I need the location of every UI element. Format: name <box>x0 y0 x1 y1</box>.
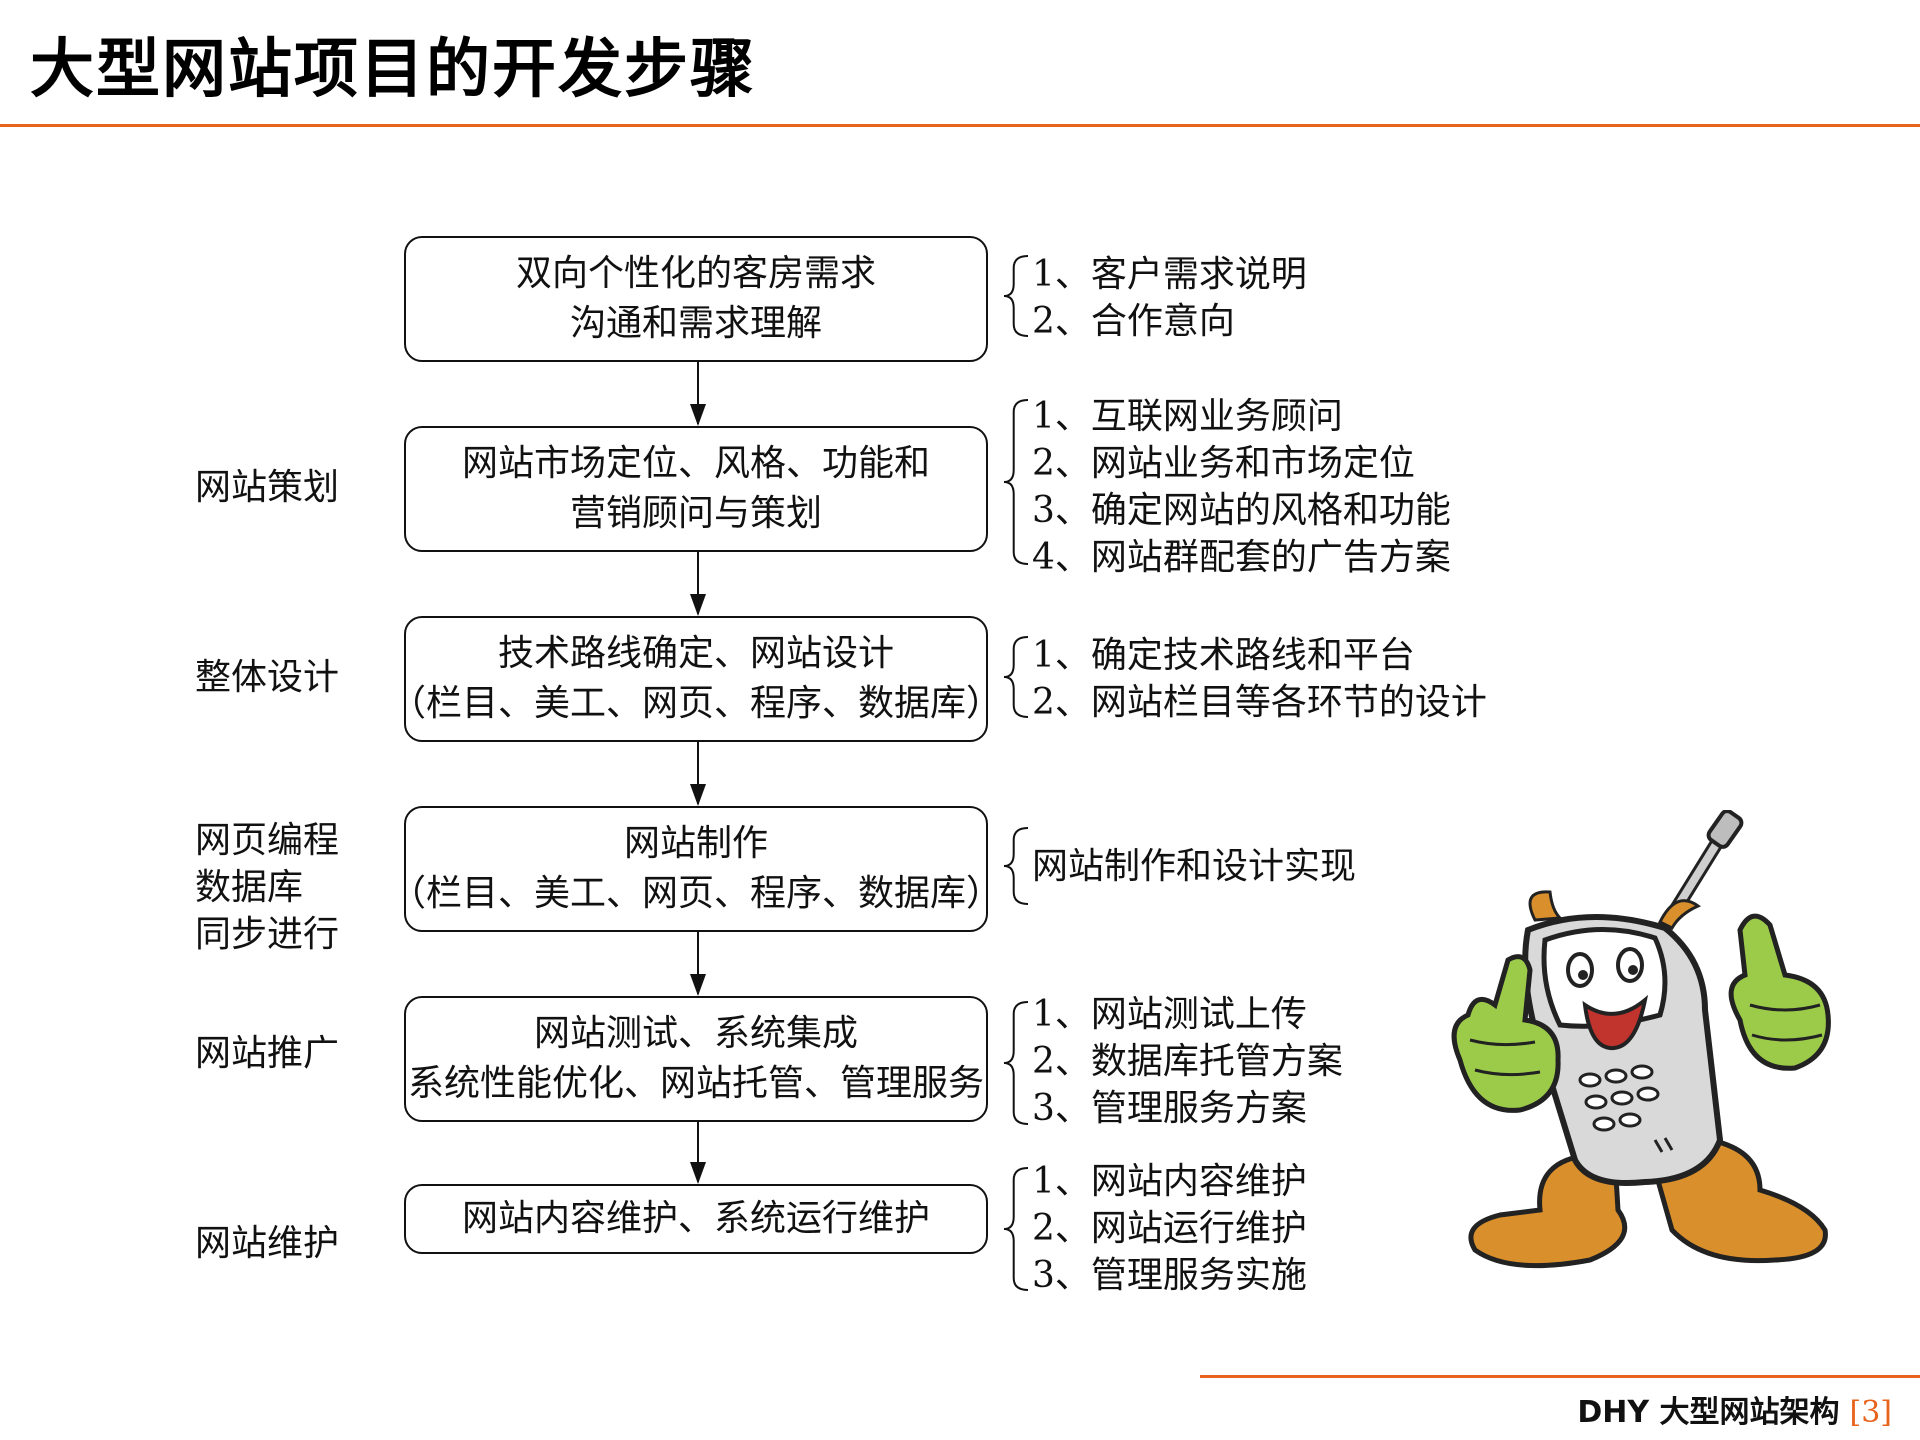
stage-label-planning: 网站策划 <box>195 467 340 508</box>
brace-icon <box>1002 254 1028 338</box>
flow-step-planning: 网站市场定位、风格、功能和 营销顾问与策划 <box>404 426 988 552</box>
detail-item: 2、合作意向 <box>1032 301 1235 342</box>
flow-step-line: 网站内容维护、系统运行维护 <box>461 1198 930 1239</box>
brace-icon <box>1002 1166 1028 1292</box>
footer: DHY 大型网站架构 [3] <box>1577 1387 1892 1431</box>
flow-step-line: （栏目、美工、网页、程序、数据库） <box>390 683 1003 724</box>
detail-item: 2、数据库托管方案 <box>1032 1041 1343 1082</box>
flow-step-design: 技术路线确定、网站设计 （栏目、美工、网页、程序、数据库） <box>390 616 1002 742</box>
detail-item: 3、确定网站的风格和功能 <box>1032 490 1451 531</box>
flow-step-production: 网站制作 （栏目、美工、网页、程序、数据库） <box>390 806 1002 932</box>
flow-step-line: 双向个性化的客房需求 <box>515 253 876 294</box>
brace-icon <box>1002 1000 1028 1126</box>
stage-label-maintenance: 网站维护 <box>195 1223 340 1264</box>
page-title: 大型网站项目的开发步骤 <box>30 33 756 107</box>
detail-item: 2、网站业务和市场定位 <box>1032 443 1415 484</box>
detail-item: 网站制作和设计实现 <box>1032 846 1357 887</box>
flow-step-maintenance: 网站内容维护、系统运行维护 <box>404 1184 988 1254</box>
brace-icon <box>1002 398 1028 566</box>
flow-step-line: 沟通和需求理解 <box>569 303 822 344</box>
flow-step-line: 网站市场定位、风格、功能和 <box>461 443 930 484</box>
detail-item: 2、网站运行维护 <box>1032 1208 1307 1249</box>
flow-step-line: 系统性能优化、网站托管、管理服务 <box>407 1063 984 1104</box>
detail-item: 3、管理服务方案 <box>1032 1088 1307 1129</box>
detail-list-planning: 1、互联网业务顾问 2、网站业务和市场定位 3、确定网站的风格和功能 4、网站群… <box>1032 393 1451 581</box>
detail-item: 1、客户需求说明 <box>1032 254 1307 295</box>
brace-icon <box>1002 635 1028 719</box>
footer-divider <box>1200 1375 1920 1378</box>
detail-item: 1、确定技术路线和平台 <box>1032 635 1415 676</box>
detail-item: 4、网站群配套的广告方案 <box>1032 537 1451 578</box>
stage-label-development: 网页编程 数据库 同步进行 <box>195 817 339 958</box>
flow-step-requirements: 双向个性化的客房需求 沟通和需求理解 <box>404 236 988 362</box>
detail-item: 3、管理服务实施 <box>1032 1255 1307 1296</box>
detail-item: 1、网站测试上传 <box>1032 994 1307 1035</box>
flow-step-testing: 网站测试、系统集成 系统性能优化、网站托管、管理服务 <box>404 996 988 1122</box>
flow-arrow <box>690 362 706 426</box>
detail-list-design: 1、确定技术路线和平台 2、网站栏目等各环节的设计 <box>1032 632 1487 726</box>
flow-step-line: 网站测试、系统集成 <box>533 1013 858 1054</box>
flow-arrow <box>690 552 706 616</box>
detail-list-testing: 1、网站测试上传 2、数据库托管方案 3、管理服务方案 <box>1032 991 1343 1132</box>
stage-label-line: 同步进行 <box>195 914 340 955</box>
stage-label-line: 网页编程 <box>195 820 340 861</box>
flow-step-line: 营销顾问与策划 <box>569 493 822 534</box>
stage-label-line: 数据库 <box>195 867 304 908</box>
detail-list-requirements: 1、客户需求说明 2、合作意向 <box>1032 251 1307 345</box>
detail-item: 1、网站内容维护 <box>1032 1161 1307 1202</box>
detail-item: 2、网站栏目等各环节的设计 <box>1032 682 1487 723</box>
flow-step-line: 技术路线确定、网站设计 <box>497 633 894 674</box>
mascot-illustration <box>1440 809 1860 1310</box>
brace-icon <box>1002 826 1028 906</box>
detail-item: 1、互联网业务顾问 <box>1032 396 1343 437</box>
flow-step-line: 网站制作 <box>623 823 768 864</box>
flow-arrow <box>690 1122 706 1184</box>
detail-list-production: 网站制作和设计实现 <box>1032 843 1356 890</box>
flow-step-line: （栏目、美工、网页、程序、数据库） <box>390 873 1003 914</box>
flow-arrow <box>690 742 706 806</box>
flow-arrow <box>690 932 706 996</box>
page-number: [3] <box>1849 1395 1893 1430</box>
title-divider <box>0 124 1920 127</box>
stage-label-promotion: 网站推广 <box>195 1033 340 1074</box>
detail-list-maintenance: 1、网站内容维护 2、网站运行维护 3、管理服务实施 <box>1032 1158 1307 1299</box>
footer-title: DHY 大型网站架构 <box>1577 1395 1840 1430</box>
stage-label-design: 整体设计 <box>195 657 340 698</box>
